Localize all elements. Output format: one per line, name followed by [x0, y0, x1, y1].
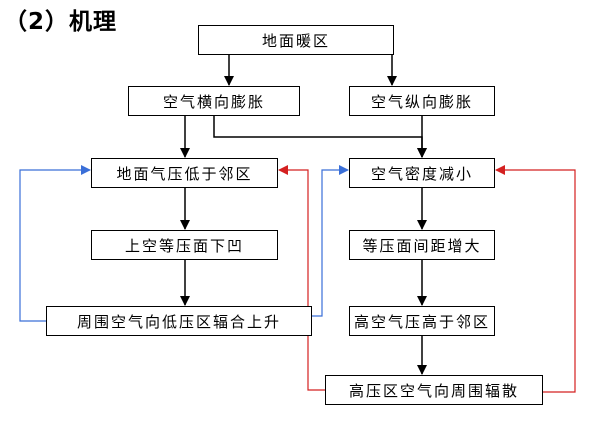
node-upper-high-pressure: 高空气压高于邻区: [349, 306, 495, 336]
node-horizontal-expansion: 空气横向膨胀: [128, 86, 300, 116]
feedback-blue-right: [312, 165, 349, 317]
section-heading: （2）机理: [4, 9, 118, 35]
feedback-red-left: [278, 165, 325, 391]
node-surface-warm-zone: 地面暖区: [198, 25, 394, 55]
feedback-red-right: [495, 165, 576, 393]
node-upper-isobar-sag: 上空等压面下凹: [91, 230, 278, 260]
node-isobar-spacing-increase: 等压面间距增大: [349, 230, 495, 260]
arrow-horizontal-to-density: [213, 116, 427, 158]
node-high-pressure-divergence: 高压区空气向周围辐散: [325, 375, 543, 405]
node-convergence-rise: 周围空气向低压区辐合上升: [46, 306, 312, 336]
node-vertical-expansion: 空气纵向膨胀: [349, 86, 495, 116]
feedback-blue-left: [19, 165, 91, 322]
node-density-decrease: 空气密度减小: [349, 158, 495, 188]
node-surface-low-pressure: 地面气压低于邻区: [91, 158, 278, 188]
